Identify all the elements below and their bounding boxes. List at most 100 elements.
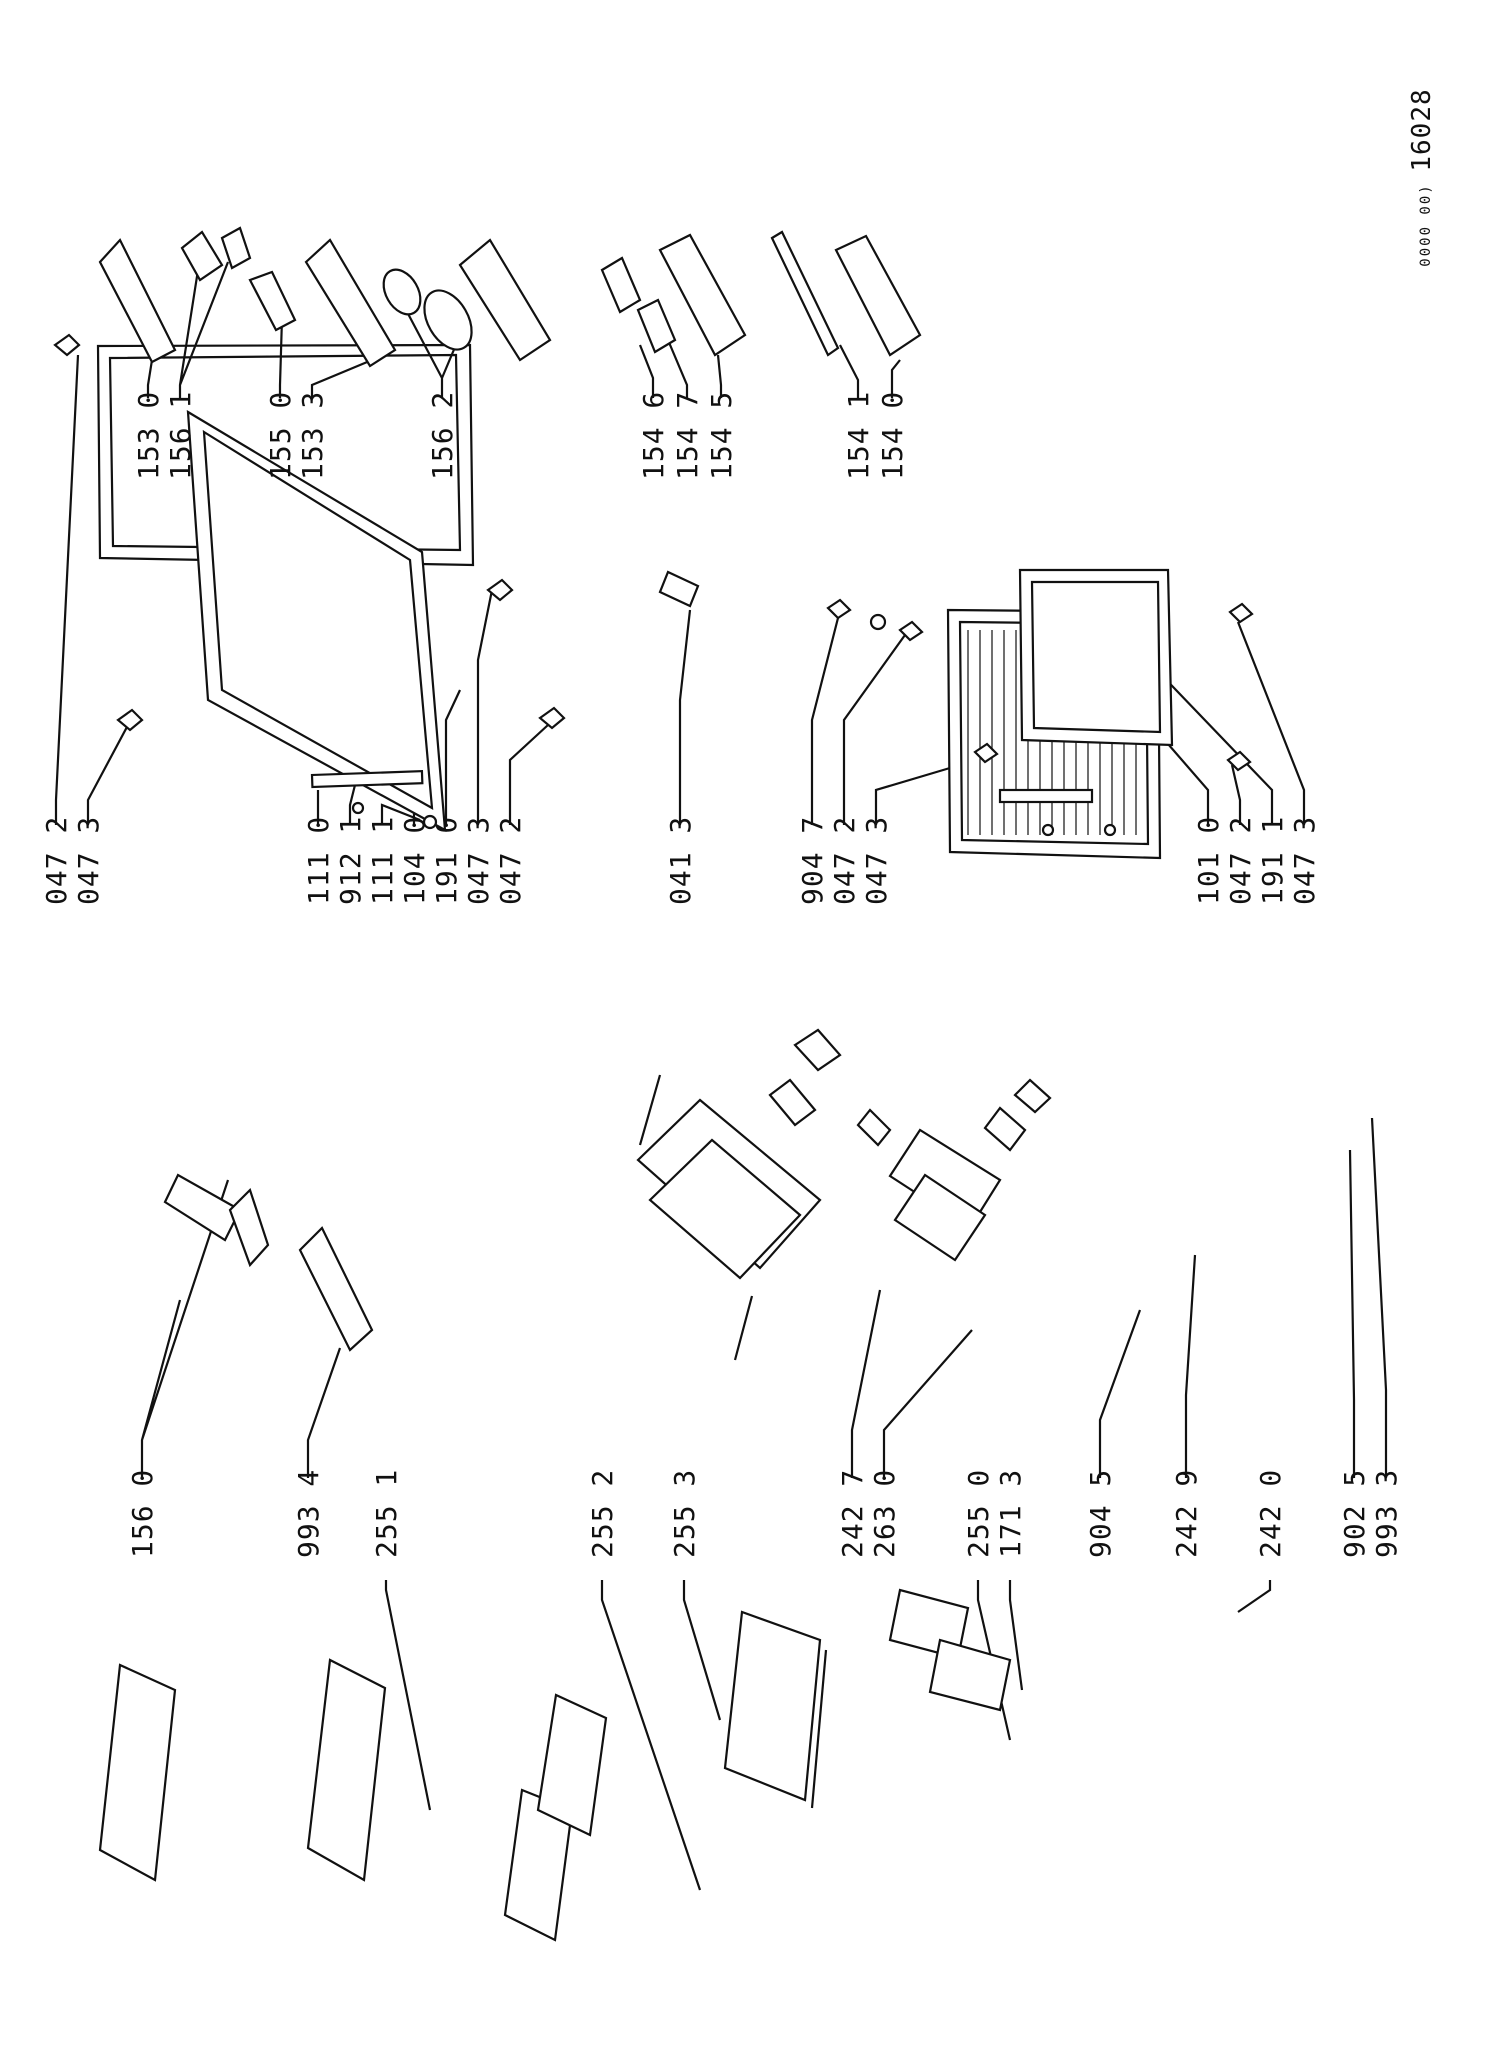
label-047-3-a: 047 3 bbox=[72, 816, 105, 905]
cap-icon bbox=[422, 814, 438, 830]
lower-parts bbox=[98, 1028, 1052, 1942]
leader-154-5 bbox=[716, 354, 723, 398]
bin-large-a bbox=[458, 238, 552, 362]
sheet-header: 16028 0000 00) bbox=[1407, 88, 1437, 266]
label-255-0: 255 0 bbox=[962, 1469, 995, 1558]
leader-255-3 bbox=[682, 1580, 722, 1721]
glass-shelf-255-0 bbox=[723, 1610, 822, 1802]
leader-153-0 bbox=[146, 359, 154, 398]
leader-171-3 bbox=[1008, 1580, 1024, 1691]
hinge-icon-h bbox=[973, 742, 999, 764]
label-153-3: 153 3 bbox=[296, 391, 329, 480]
label-047-2-c: 047 2 bbox=[828, 816, 861, 905]
leader-255-2 bbox=[600, 1580, 702, 1891]
leader-047-2-b bbox=[508, 724, 549, 825]
clip-993-3 bbox=[1013, 1078, 1052, 1114]
door-frame-upper bbox=[53, 333, 566, 832]
label-255-3: 255 3 bbox=[668, 1469, 701, 1558]
hinge-041-3 bbox=[658, 570, 700, 608]
label-154-5: 154 5 bbox=[705, 391, 738, 480]
label-047-2-a: 047 2 bbox=[40, 816, 73, 905]
label-242-0: 242 0 bbox=[1254, 1469, 1287, 1558]
hinge-icon-e bbox=[898, 620, 924, 642]
door-gasket-inner bbox=[202, 429, 434, 810]
leader-191-1 bbox=[1151, 664, 1274, 825]
bin-154-5 bbox=[658, 233, 747, 357]
label-047-2-b: 047 2 bbox=[494, 816, 527, 905]
ice-tray-156-0-a bbox=[163, 1173, 242, 1242]
leader-154-7 bbox=[666, 339, 689, 398]
sheet-number: 16028 bbox=[1407, 88, 1437, 171]
shelf-top bbox=[98, 1663, 177, 1882]
holder-154-7 bbox=[636, 298, 677, 354]
label-047-3-d: 047 3 bbox=[1288, 816, 1321, 905]
label-104-0: 104 0 bbox=[398, 816, 431, 905]
label-047-3-c: 047 3 bbox=[860, 816, 893, 905]
tray-156-1-b bbox=[220, 226, 252, 270]
shelf-trim-171-3 bbox=[810, 1649, 828, 1809]
label-902-5: 902 5 bbox=[1338, 1469, 1371, 1558]
tray-156-2-a bbox=[382, 268, 422, 316]
label-153-0: 153 0 bbox=[132, 391, 165, 480]
leader-047-2-a bbox=[54, 354, 80, 825]
hinge-041-3-part bbox=[658, 570, 700, 608]
label-101-0: 101 0 bbox=[1192, 816, 1225, 905]
label-993-3: 993 3 bbox=[1370, 1469, 1403, 1558]
drawer-242-7-front bbox=[648, 1138, 802, 1280]
leader-255-1 bbox=[384, 1580, 432, 1811]
bins-parts bbox=[98, 226, 922, 368]
egg-tray-155-0 bbox=[248, 270, 297, 332]
bracket-b bbox=[793, 1028, 842, 1072]
leader-111-1 bbox=[380, 803, 421, 825]
leader-047-3-a bbox=[86, 724, 129, 825]
leader-156-1 bbox=[178, 261, 230, 398]
label-111-0: 111 0 bbox=[302, 816, 335, 905]
label-904-5: 904 5 bbox=[1084, 1469, 1117, 1558]
label-156-0: 156 0 bbox=[126, 1469, 159, 1558]
clip-154-6 bbox=[600, 256, 642, 314]
bins-labels: 153 0 156 1 155 0 153 3 156 2 154 6 154 … bbox=[132, 391, 909, 480]
ice-box-993-4 bbox=[298, 1226, 374, 1352]
leader-154-6 bbox=[638, 344, 655, 398]
label-111-1: 111 1 bbox=[366, 816, 399, 905]
drawer-242-9-front bbox=[893, 1173, 987, 1262]
tray-156-1-a bbox=[180, 230, 224, 282]
label-191-0: 191 0 bbox=[430, 816, 463, 905]
label-255-2: 255 2 bbox=[586, 1469, 619, 1558]
rail-263-0 bbox=[733, 1295, 754, 1361]
hinge-icon-a bbox=[53, 333, 81, 357]
door-frame-lower bbox=[826, 568, 1254, 860]
leader-191-0 bbox=[444, 689, 461, 825]
lower-labels: 156 0 993 4 255 1 255 2 255 3 242 7 263 … bbox=[126, 1469, 1403, 1558]
hinge-icon-g bbox=[1228, 602, 1254, 624]
label-904-7: 904 7 bbox=[796, 816, 829, 905]
ice-tray-156-0-b bbox=[228, 1187, 270, 1268]
leader-242-9 bbox=[1184, 1254, 1197, 1478]
code-prefix: 0000 00) bbox=[1418, 183, 1434, 266]
label-255-1: 255 1 bbox=[370, 1469, 403, 1558]
leader-904-7 bbox=[810, 617, 840, 825]
leader-154-0 bbox=[890, 359, 901, 398]
leader-155-0 bbox=[278, 317, 284, 398]
leader-902-5 bbox=[1348, 1149, 1356, 1478]
leader-242-0 bbox=[1237, 1580, 1272, 1613]
leader-047-3-c bbox=[874, 763, 961, 825]
leader-154-1 bbox=[839, 344, 860, 398]
shelf-255-1 bbox=[306, 1658, 387, 1882]
hinge-icon-b bbox=[116, 708, 144, 732]
leader-047-3-d bbox=[1236, 621, 1306, 825]
lower-screw-a bbox=[1041, 823, 1055, 837]
leader-912-1 bbox=[348, 784, 357, 825]
freezer-door-gasket-inner bbox=[1030, 580, 1162, 734]
basket-242-0-b bbox=[928, 1638, 1012, 1712]
leader-041-3 bbox=[678, 609, 692, 825]
leader-047-2-c bbox=[842, 634, 906, 825]
lower-handle bbox=[998, 788, 1094, 804]
shelf-255-3 bbox=[536, 1693, 608, 1837]
screw-icon-904-7 bbox=[826, 598, 852, 620]
label-154-0: 154 0 bbox=[876, 391, 909, 480]
leader-993-4 bbox=[306, 1347, 342, 1478]
door-column-labels: 047 2 047 3 111 0 912 1 111 1 104 0 191 … bbox=[40, 816, 1321, 905]
lower-screw-b bbox=[1103, 823, 1117, 837]
